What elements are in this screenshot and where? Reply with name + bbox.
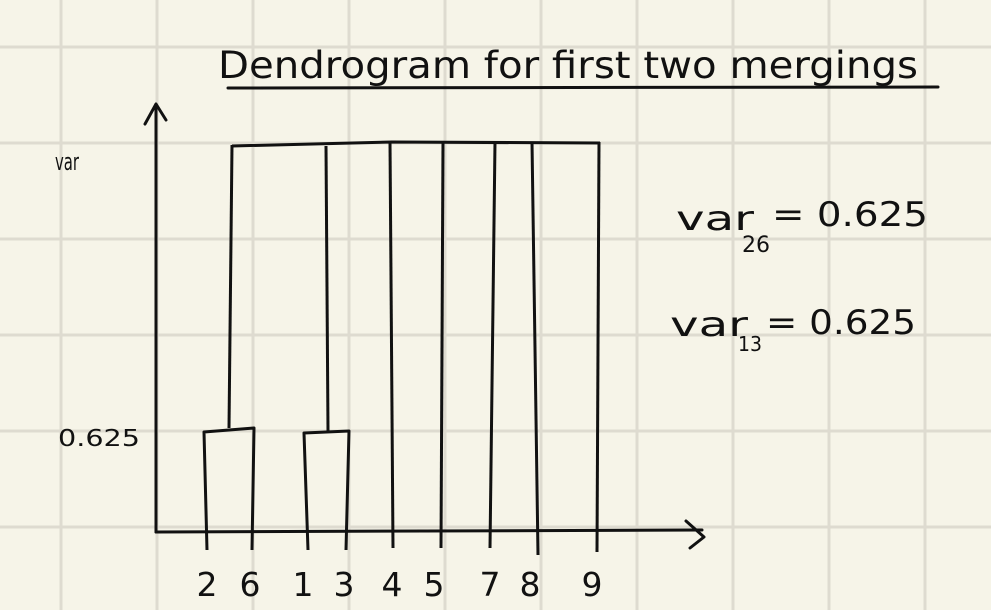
x-axis-arrowhead: [684, 519, 706, 550]
x-axis: [154, 528, 704, 534]
leaf-label-4: 4: [382, 565, 403, 604]
leaf-label-5: 5: [424, 565, 445, 604]
annotation-var-26: var 26 = 0.625: [676, 195, 928, 258]
annotation-var-13: var 13 = 0.625: [670, 303, 916, 356]
annotation-var-13-base: var: [670, 305, 748, 345]
leaf-label-1: 1: [293, 565, 314, 604]
leaf-label-6: 6: [240, 565, 261, 604]
diagram-title: Dendrogram for first two mergings: [218, 44, 918, 87]
leaf-line-9: [595, 141, 601, 553]
leaf-label-3: 3: [334, 565, 355, 604]
leaf-label-7: 7: [480, 565, 501, 604]
leaf-label-2: 2: [197, 565, 218, 604]
dendrogram-tree: [202, 140, 601, 556]
y-axis-label: var: [55, 148, 79, 176]
annotation-var-26-value: = 0.625: [772, 195, 928, 235]
y-axis-arrowhead: [143, 102, 168, 126]
stem-1-3: [324, 145, 330, 432]
merge-bracket-2-6: [202, 426, 256, 551]
leaf-line-7: [488, 141, 497, 549]
leaf-label-9: 9: [582, 565, 603, 604]
annotation-var-13-subscript: 13: [738, 332, 762, 356]
leaf-line-5: [439, 141, 445, 549]
annotation-var-26-subscript: 26: [742, 233, 770, 258]
y-tick-label: 0.625: [58, 426, 140, 452]
title-underline: [226, 85, 940, 90]
leaf-line-8: [530, 141, 540, 556]
stem-2-6: [227, 144, 234, 429]
leaf-label-8: 8: [520, 565, 541, 604]
annotation-var-26-base: var: [676, 199, 754, 239]
merge-bracket-1-3: [302, 429, 351, 551]
annotation-var-13-value: = 0.625: [766, 303, 916, 343]
leaf-line-4: [388, 141, 395, 549]
